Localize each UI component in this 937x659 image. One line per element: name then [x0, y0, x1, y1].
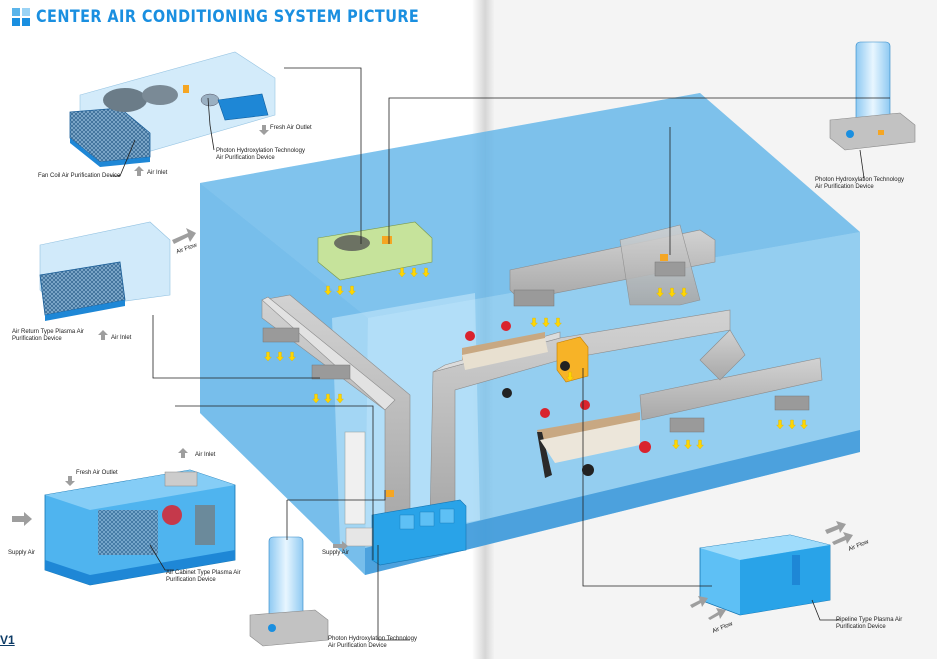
air-return-device-illustration [39, 221, 171, 321]
label-air-return-2: Purification Device [12, 336, 62, 342]
label-cabinet-2: Purification Device [166, 577, 216, 583]
supply-air-arrow-icon [800, 419, 808, 430]
label-air-return-1: Air Return Type Plasma Air [12, 329, 84, 335]
supply-air-arrow-icon [398, 267, 406, 278]
supply-air-arrow-icon [566, 371, 574, 382]
supply-air-arrow-icon [776, 419, 784, 430]
label-air-inlet-cabinet: Air Inlet [195, 452, 216, 458]
title-squares-icon [12, 8, 30, 26]
label-photon-bottom-2: Air Purification Device [328, 643, 387, 649]
supply-air-arrow-icon [788, 419, 796, 430]
label-photon-top-left: Photon Hydroxylation Technology [216, 148, 305, 154]
label-air-inlet-mid: Air Inlet [111, 335, 132, 341]
supply-air-arrow-icon [684, 439, 692, 450]
photon-device-bottom-illustration [249, 536, 329, 647]
office-furniture [462, 321, 651, 478]
small-inlet-arrows [65, 125, 269, 486]
label-supply-air-left: Supply Air [8, 550, 36, 556]
supply-air-arrow-icon [312, 393, 320, 404]
label-photon-right-2: Air Purification Device [815, 184, 874, 190]
label-fan-coil: Fan Coil Air Purification Device [38, 173, 121, 179]
label-photon-top-left-2: Air Purification Device [216, 155, 275, 161]
supply-air-arrow-icon [542, 317, 550, 328]
leader-lines [110, 67, 890, 641]
page-title: CENTER AIR CONDITIONING SYSTEM PICTURE [12, 6, 487, 28]
ceiling-fan-coil [317, 221, 433, 281]
supply-air-arrow-icon [288, 351, 296, 362]
supply-air-arrow-icon [554, 317, 562, 328]
duct-outlets [262, 261, 810, 433]
supply-air-arrow-icon [348, 285, 356, 296]
supply-air-arrows [264, 267, 808, 450]
title-text: CENTER AIR CONDITIONING SYSTEM PICTURE [36, 7, 420, 27]
label-fresh-air-outlet-cabinet: Fresh Air Outlet [76, 470, 118, 476]
fan-coil-device-illustration [69, 51, 276, 167]
pipeline-device-illustration [699, 534, 831, 616]
room-air-cabinet [345, 499, 467, 566]
supply-air-arrow-icon [668, 287, 676, 298]
supply-air-arrow-icon [696, 439, 704, 450]
supply-air-arrow-icon [680, 287, 688, 298]
label-fresh-air-outlet-top: Fresh Air Outlet [270, 125, 312, 131]
air-cabinet-device-illustration [44, 469, 236, 586]
supply-air-arrow-icon [656, 287, 664, 298]
supply-air-arrow-icon [336, 285, 344, 296]
supply-air-arrow-icon [422, 267, 430, 278]
supply-air-arrow-icon [264, 351, 272, 362]
label-photon-bottom-1: Photon Hydroxylation Technology [328, 636, 417, 642]
label-photon-right-1: Photon Hydroxylation Technology [815, 177, 904, 183]
label-air-inlet-top: Air Inlet [147, 170, 168, 176]
supply-air-arrow-icon [324, 285, 332, 296]
label-supply-air-mid: Supply Air [322, 550, 350, 556]
brand-logo: V1 [0, 633, 15, 647]
label-cabinet-1: Air Cabinet Type Plasma Air [166, 570, 241, 576]
supply-air-arrow-icon [276, 351, 284, 362]
supply-air-arrow-icon [672, 439, 680, 450]
label-pipeline-1: Pipeline Type Plasma Air [836, 617, 903, 623]
label-pipeline-2: Purification Device [836, 624, 886, 630]
photon-device-top-illustration [829, 41, 916, 151]
supply-air-arrow-icon [410, 267, 418, 278]
flow-arrows [12, 228, 853, 620]
supply-air-arrow-icon [336, 393, 344, 404]
supply-air-arrow-icon [324, 393, 332, 404]
supply-air-arrow-icon [530, 317, 538, 328]
